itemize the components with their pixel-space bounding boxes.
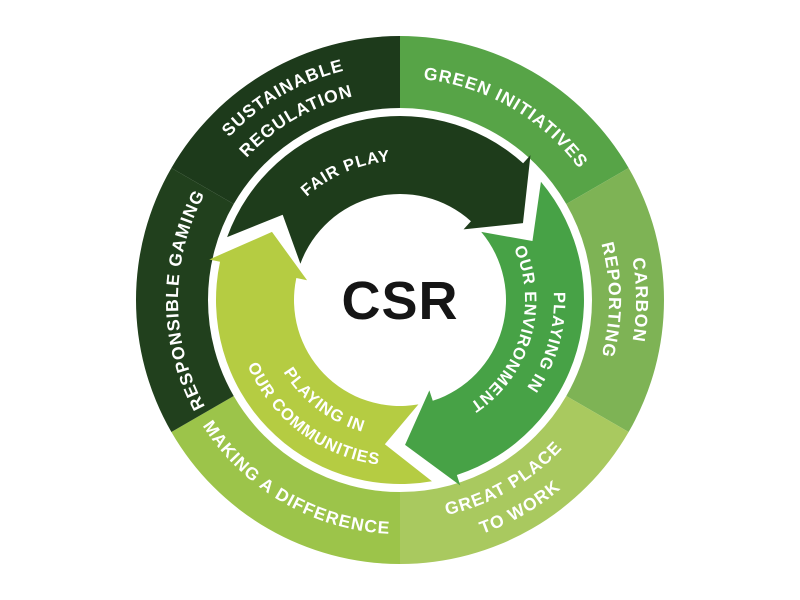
carbon-reporting-label: CARBON xyxy=(628,256,652,344)
outer-segment-making-a-difference-shape xyxy=(171,396,400,564)
outer-segment-responsible-gaming: RESPONSIBLE GAMING xyxy=(136,168,234,432)
csr-center-label: CSR xyxy=(341,271,458,331)
center-circle xyxy=(312,212,488,388)
outer-segment-green-initiatives-shape xyxy=(400,36,629,204)
outer-segment-carbon-reporting-shape xyxy=(566,168,664,432)
arrow-playing-in-our-communities-shape xyxy=(209,231,432,484)
arrow-fair-play: FAIR PLAY xyxy=(227,116,531,264)
outer-segment-great-place-to-work-shape xyxy=(400,396,629,564)
outer-segment-sustainable-regulation-shape xyxy=(171,36,400,204)
outer-segment-responsible-gaming-shape xyxy=(136,168,234,432)
arrow-fair-play-shape xyxy=(227,116,531,264)
arrow-playing-in-our-environment-shape xyxy=(405,181,584,486)
